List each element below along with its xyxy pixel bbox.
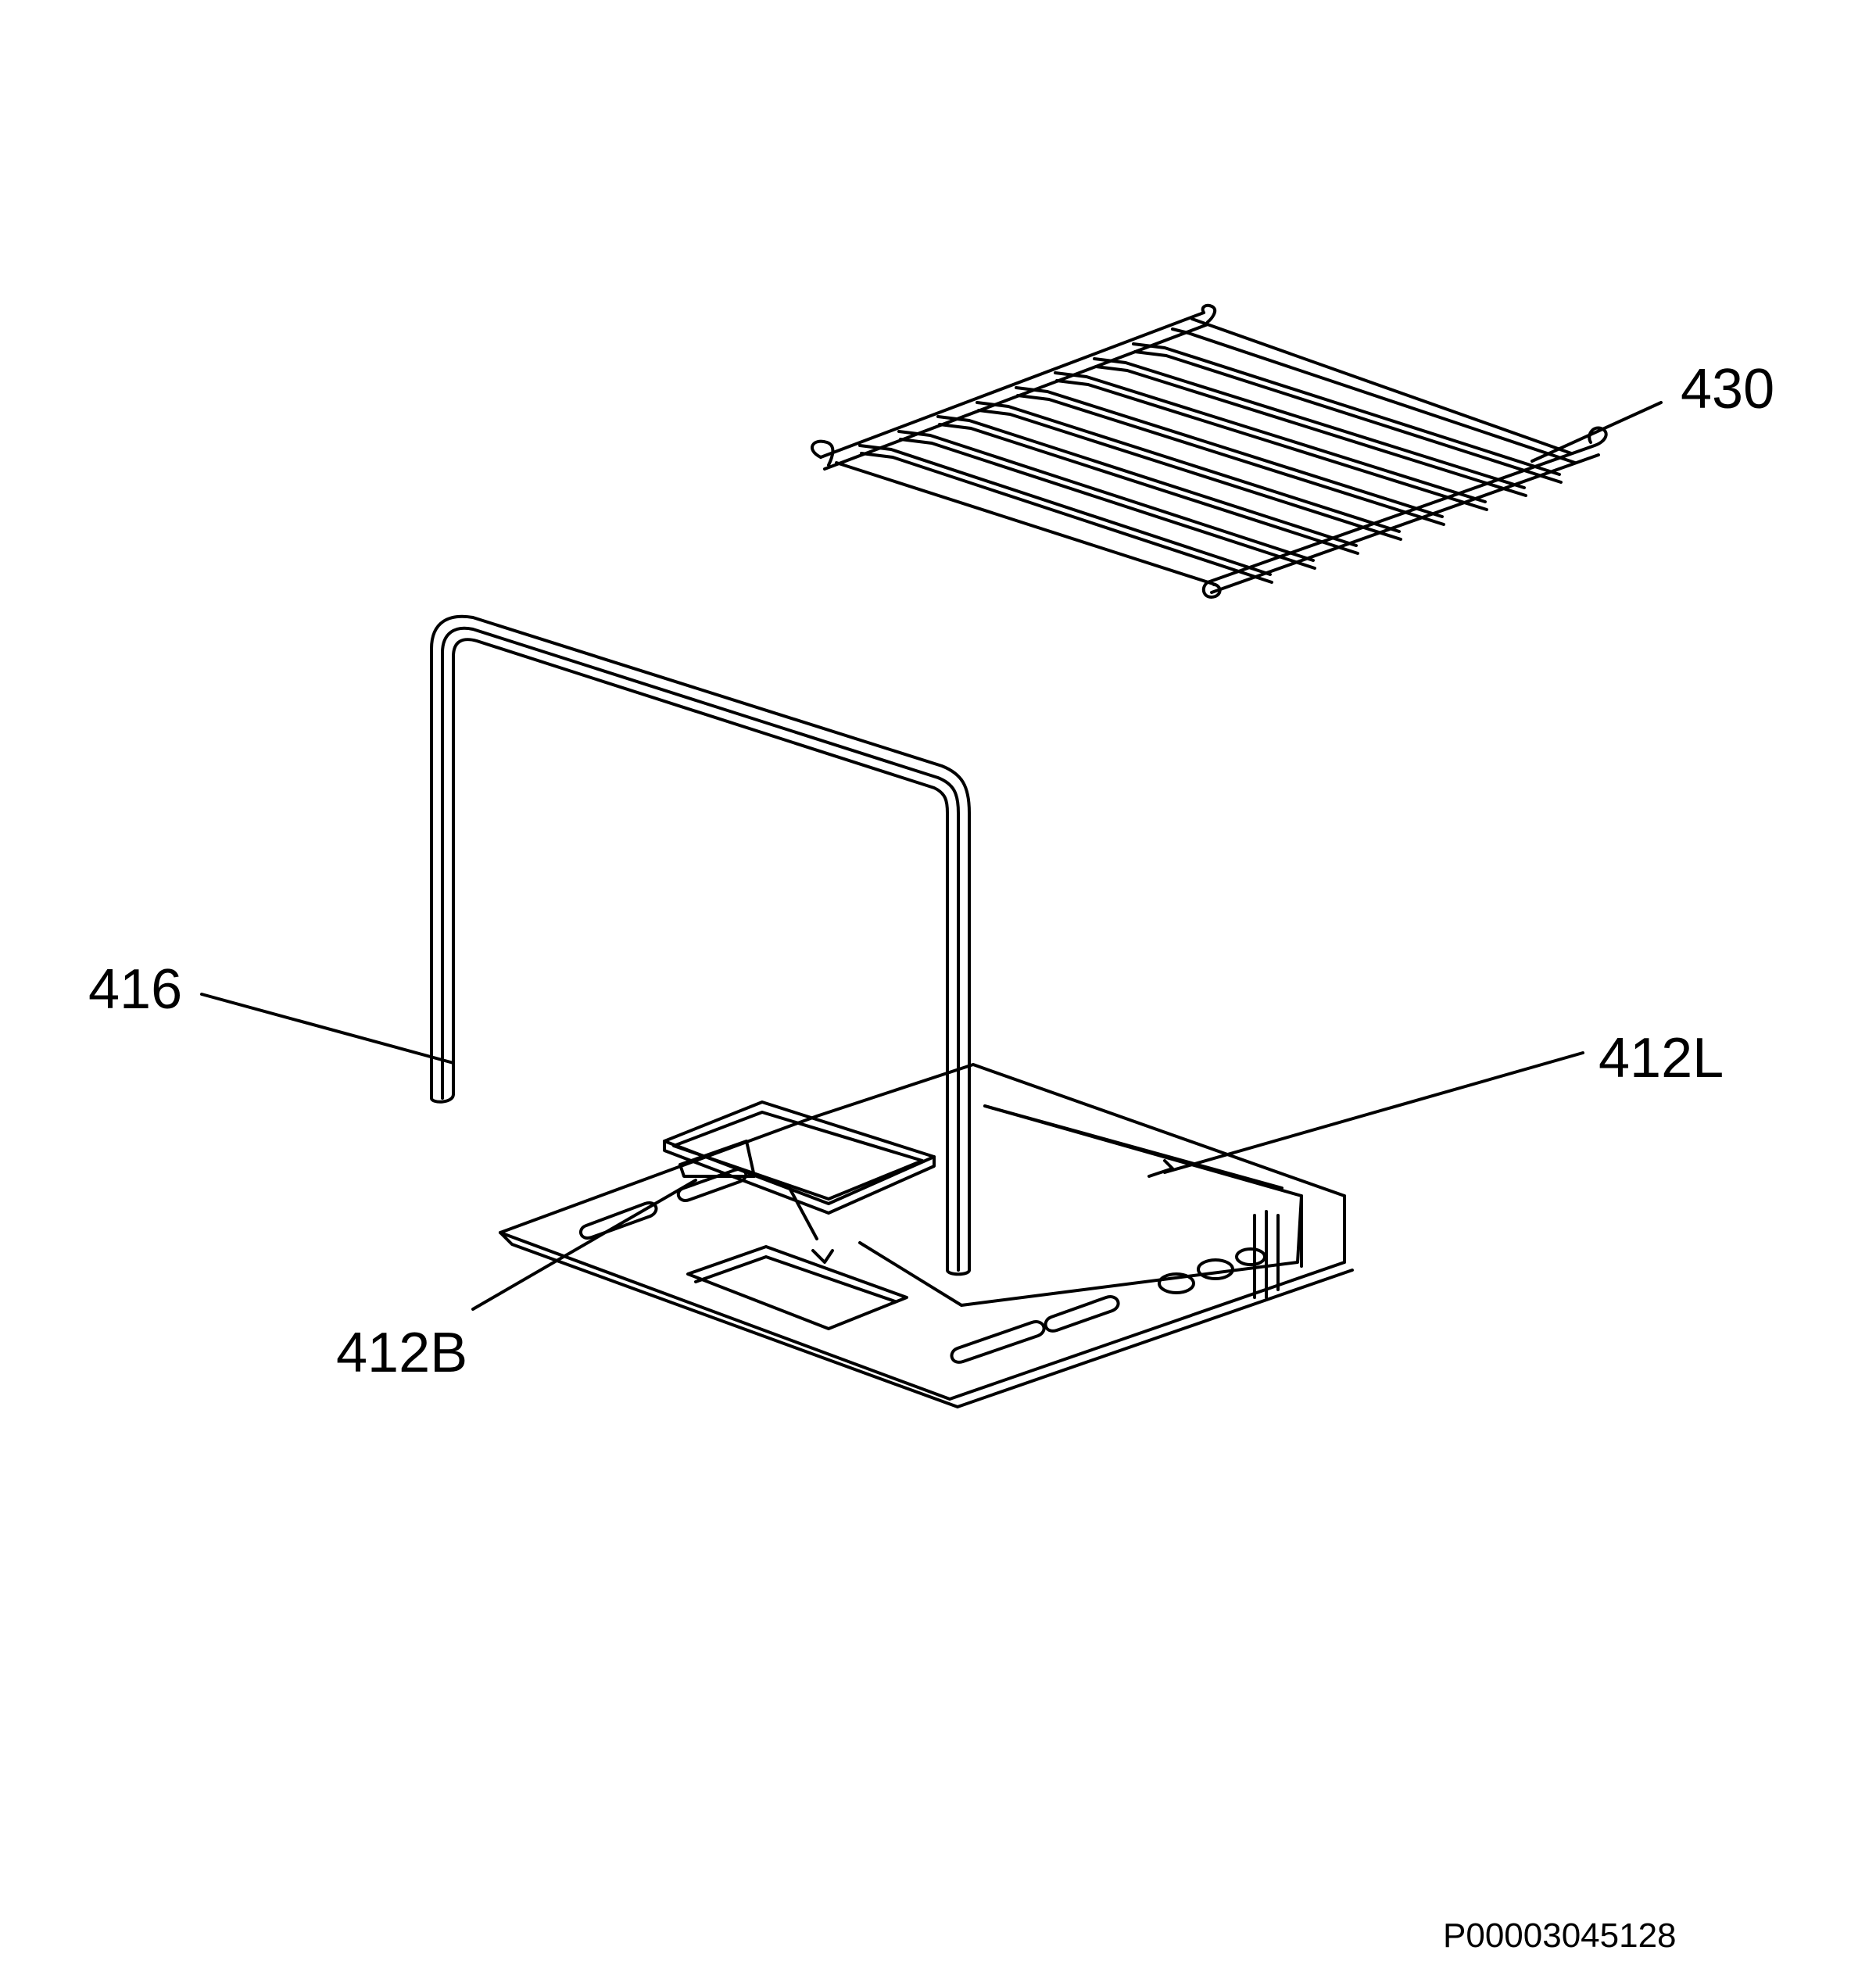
leader-line-416: [200, 993, 455, 1065]
document-code: P00003045128: [1443, 1916, 1677, 1955]
leader-lines: [200, 401, 1663, 1311]
part-430-wire-shelf: [811, 303, 1608, 599]
leader-line-412L: [1163, 1051, 1584, 1174]
callout-416: 416: [88, 958, 183, 1021]
leader-line-412B: [471, 1179, 697, 1311]
callout-412l: 412L: [1599, 1027, 1724, 1090]
leader-line-430: [1531, 401, 1663, 463]
callout-412b: 412B: [336, 1322, 468, 1384]
callout-430: 430: [1681, 358, 1775, 420]
part-416-heating-element: [430, 614, 971, 1276]
part-412-base-plate: [499, 1063, 1354, 1408]
